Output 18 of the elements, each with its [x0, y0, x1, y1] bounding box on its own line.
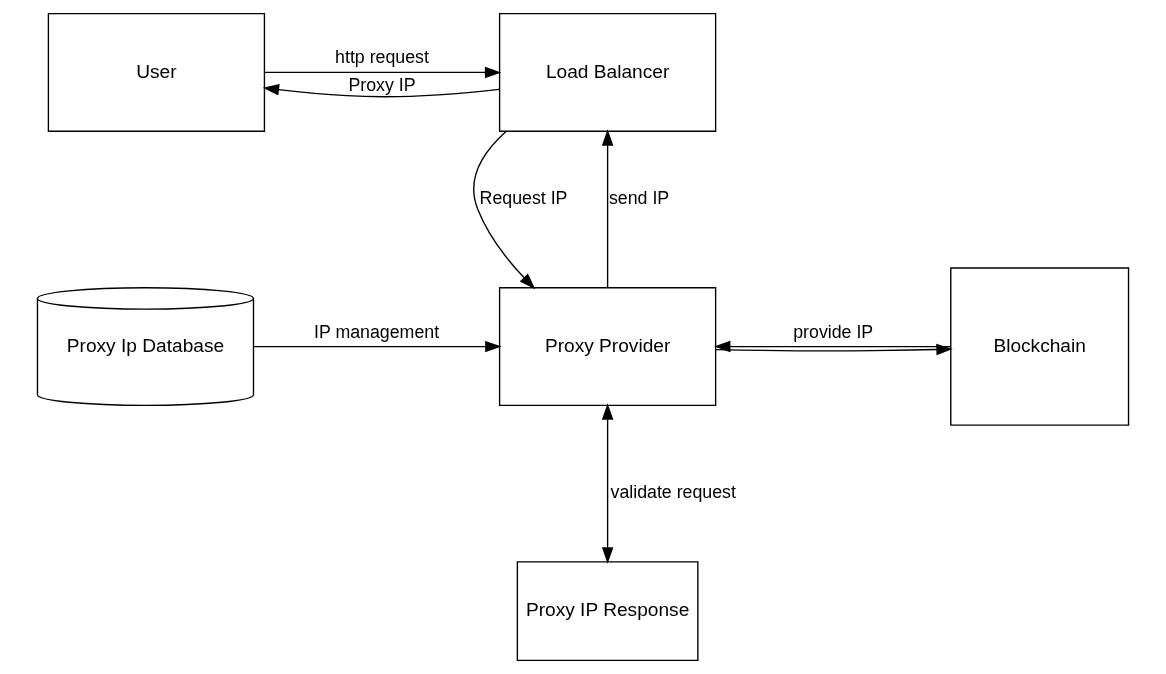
edge-label: Request IP [479, 188, 568, 209]
node-box: Proxy IP Response [516, 561, 699, 662]
edge-label: provide IP [793, 321, 874, 342]
arrow [473, 130, 536, 290]
node-box: Proxy Provider [498, 287, 717, 407]
node-box: Load Balancer [498, 12, 717, 132]
node-box: Blockchain [950, 267, 1130, 426]
edge-label: validate request [610, 482, 736, 503]
arrow [262, 83, 500, 98]
arrow [263, 66, 502, 79]
edge-label: IP management [313, 321, 440, 342]
arrow [601, 403, 614, 564]
node-box: User [47, 12, 266, 132]
edge-label: http request [335, 47, 429, 68]
arrow [253, 340, 502, 353]
arrow [601, 129, 614, 289]
edge-label: send IP [608, 188, 670, 209]
edge-label: Proxy IP [348, 74, 416, 95]
